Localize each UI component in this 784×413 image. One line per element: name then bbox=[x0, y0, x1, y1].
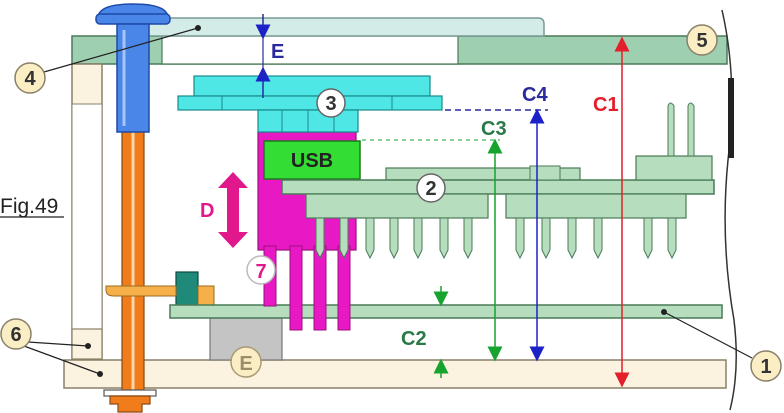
usb-block bbox=[263, 140, 361, 180]
figure-label: Fig.49 bbox=[0, 195, 58, 218]
leader-dot-1 bbox=[661, 309, 667, 315]
leader-dot-6b bbox=[97, 371, 103, 377]
bottom-base-plate bbox=[63, 359, 727, 389]
usb-label: USB bbox=[291, 150, 333, 172]
leader-line-1 bbox=[663, 311, 753, 359]
leader-dot-6a bbox=[85, 343, 91, 349]
small-sensor bbox=[105, 271, 215, 307]
callout-6: 6 bbox=[0, 318, 32, 350]
callout-3: 3 bbox=[316, 88, 346, 118]
dim-label-c1: C1 bbox=[593, 94, 619, 116]
leader-dot-4 bbox=[195, 25, 201, 31]
dim-d-arrow bbox=[218, 172, 248, 248]
leader-line-4 bbox=[43, 27, 199, 73]
right-side-tab bbox=[728, 78, 734, 158]
svg-text:3: 3 bbox=[325, 93, 336, 115]
dim-label-d: D bbox=[200, 200, 214, 222]
svg-text:1: 1 bbox=[760, 356, 771, 378]
blue-screw bbox=[95, 3, 171, 133]
top-case-panel bbox=[71, 35, 728, 65]
dim-label-e-top: E bbox=[271, 41, 284, 63]
svg-text:6: 6 bbox=[10, 324, 21, 346]
dim-label-c4: C4 bbox=[522, 84, 548, 106]
svg-text:7: 7 bbox=[255, 261, 266, 283]
dim-label-c3: C3 bbox=[481, 118, 507, 140]
callout-7: 7 bbox=[246, 255, 276, 285]
svg-text:E: E bbox=[239, 353, 252, 375]
callout-4: 4 bbox=[14, 62, 46, 94]
right-break-edge bbox=[721, 9, 737, 411]
left-case-wall bbox=[71, 63, 103, 361]
callout-e-bottom: E bbox=[230, 346, 262, 378]
cyan-display-module bbox=[177, 75, 443, 133]
leader-line-6a bbox=[27, 341, 89, 347]
main-circuit-board bbox=[169, 304, 723, 319]
svg-text:4: 4 bbox=[24, 68, 36, 90]
dim-label-c2: C2 bbox=[401, 328, 427, 350]
svg-text:5: 5 bbox=[696, 30, 707, 52]
svg-text:2: 2 bbox=[425, 178, 436, 200]
callout-5: 5 bbox=[686, 24, 718, 56]
callout-2: 2 bbox=[416, 173, 446, 203]
callout-1: 1 bbox=[750, 350, 782, 382]
leader-line-6b bbox=[23, 345, 101, 375]
